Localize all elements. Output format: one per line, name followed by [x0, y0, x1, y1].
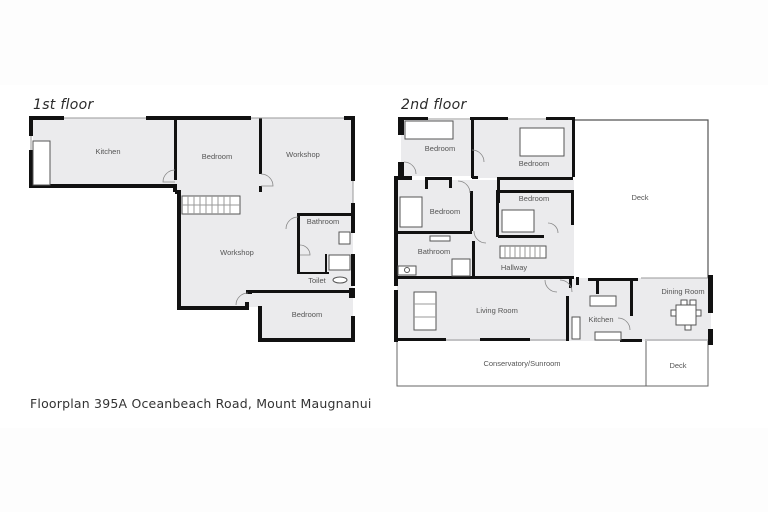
room-label: Bathroom	[418, 247, 451, 256]
room-label: Bathroom	[307, 217, 340, 226]
room-label: Dining Room	[661, 287, 704, 296]
room-label: Toilet	[308, 276, 326, 285]
bed-icon	[519, 127, 565, 157]
room-label: Conservatory/Sunroom	[483, 359, 560, 368]
room-label: Workshop	[220, 248, 254, 257]
bedroom-1f-area	[175, 118, 261, 190]
stairs-2f	[499, 245, 547, 259]
floor-title-1st: 1st floor	[33, 97, 94, 113]
room-label: Bedroom	[425, 144, 455, 153]
room-label: Living Room	[476, 306, 518, 315]
room-label: Bedroom	[292, 310, 322, 319]
room-label: Bedroom	[519, 159, 549, 168]
room-label: Hallway	[501, 263, 528, 272]
room-label: Deck	[631, 193, 648, 202]
sofa-icon	[413, 291, 437, 331]
kitchen-island-icon	[589, 295, 617, 307]
room-label: Kitchen	[588, 315, 613, 324]
room-label: Workshop	[286, 150, 320, 159]
room-label: Bedroom	[430, 207, 460, 216]
room-label: Bedroom	[519, 194, 549, 203]
room-labels: Kitchen Bedroom Workshop Bathroom Worksh…	[95, 144, 704, 370]
bed-icon	[399, 196, 423, 228]
bedroom-1f-lower-area	[260, 292, 353, 339]
room-label: Deck	[669, 361, 686, 370]
kitchen-1f-area	[33, 118, 175, 185]
kitchen-2f-area	[569, 278, 641, 341]
floor-title-2nd: 2nd floor	[401, 97, 467, 113]
central-area	[398, 180, 574, 276]
bed-icon	[501, 209, 535, 233]
first-floor-plan	[29, 116, 355, 342]
second-floor-plan	[394, 117, 713, 387]
room-label: Bedroom	[202, 152, 232, 161]
dining-table-icon	[670, 299, 702, 331]
room-label: Kitchen	[95, 147, 120, 156]
floorplan-caption: Floorplan 395A Oceanbeach Road, Mount Ma…	[30, 396, 372, 411]
bed-icon	[404, 120, 454, 140]
stairs-1f	[181, 195, 241, 215]
